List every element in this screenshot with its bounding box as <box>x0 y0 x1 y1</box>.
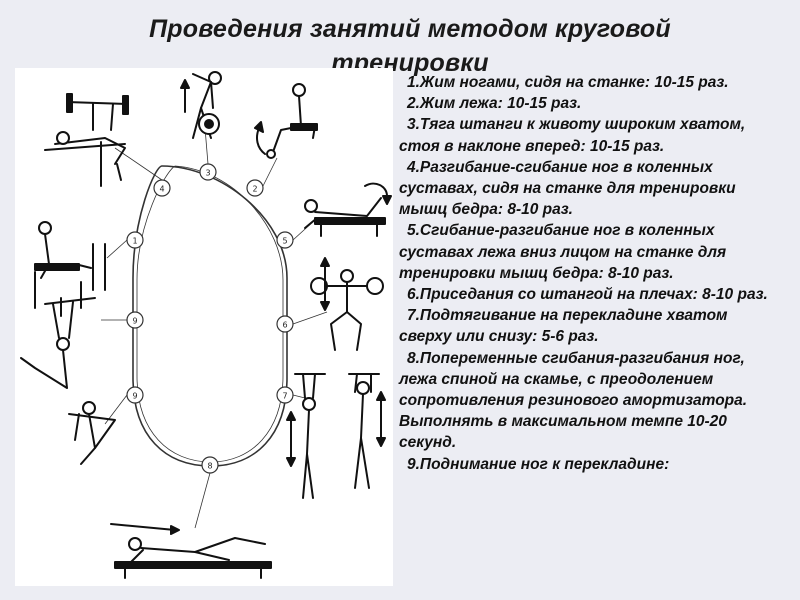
station-marker-5: 5 <box>276 231 294 249</box>
exercise-steps-list: 1.Жим ногами, сидя на станке: 10-15 раз.… <box>399 72 771 475</box>
leg-curl-figure <box>304 182 392 237</box>
hanging-leg-raise-figure-1 <box>20 297 96 389</box>
station-number-9-left: 9 <box>132 317 137 326</box>
hanging-leg-raise-figure-2 <box>68 401 116 465</box>
station-number-5: 5 <box>282 237 287 246</box>
seated-leg-press-figure <box>34 221 106 309</box>
station-marker-8: 8 <box>201 456 219 474</box>
station-number-8: 8 <box>207 462 212 471</box>
exercise-step-1: 1.Жим ногами, сидя на станке: 10-15 раз. <box>407 74 729 91</box>
station-number-4: 4 <box>159 185 164 194</box>
station-number-1: 1 <box>132 237 137 246</box>
station-number-3: 3 <box>205 169 210 178</box>
station-marker-9-left: 9 <box>126 311 144 329</box>
station-marker-1: 1 <box>126 231 144 249</box>
station-marker-7: 7 <box>276 386 294 404</box>
barbell-squat-figure <box>310 257 384 351</box>
exercise-step-2: 2.Жим лежа: 10-15 раз. <box>407 95 582 113</box>
exercise-step-8: 8.Попеременные сгибания-разгибания ног, … <box>399 349 748 452</box>
station-number-7: 7 <box>282 392 287 401</box>
station-number-9-lower: 9 <box>132 392 137 401</box>
station-number-6: 6 <box>282 321 287 330</box>
pull-up-figure-1 <box>286 373 326 499</box>
leg-extension-figure <box>254 83 318 159</box>
circuit-loop <box>132 165 288 467</box>
exercise-step-4: 4.Разгибание-сгибание ног в коленных сус… <box>399 158 736 219</box>
station-marker-3: 3 <box>199 163 217 181</box>
station-marker-4: 4 <box>153 179 171 197</box>
station-marker-9-lower: 9 <box>126 386 144 404</box>
station-number-2: 2 <box>252 185 257 194</box>
exercise-step-9: 9.Поднимание ног к перекладине: <box>407 455 670 473</box>
bent-over-row-figure <box>180 71 222 139</box>
bench-press-figure <box>44 93 129 187</box>
circuit-training-illustration: 4 3 2 1 5 9 6 <box>15 68 393 586</box>
station-marker-2: 2 <box>246 179 264 197</box>
exercise-step-3: 3.Тяга штанги к животу широким хватом, с… <box>399 116 746 155</box>
lying-band-leg-press-figure <box>110 523 272 579</box>
circuit-diagram: 4 3 2 1 5 9 6 <box>20 71 392 579</box>
exercise-step-7: 7.Подтягивание на перекладине хватом све… <box>399 307 728 346</box>
slide-title: Проведения занятий методом круговой трен… <box>149 15 671 77</box>
circuit-loop-inner <box>136 165 284 463</box>
exercise-step-5: 5.Сгибание-разгибание ног в коленных сус… <box>399 222 727 282</box>
exercise-step-6: 6.Приседания со штангой на плечах: 8-10 … <box>407 286 768 304</box>
station-marker-6: 6 <box>276 315 294 333</box>
pull-up-figure-2 <box>348 373 386 489</box>
